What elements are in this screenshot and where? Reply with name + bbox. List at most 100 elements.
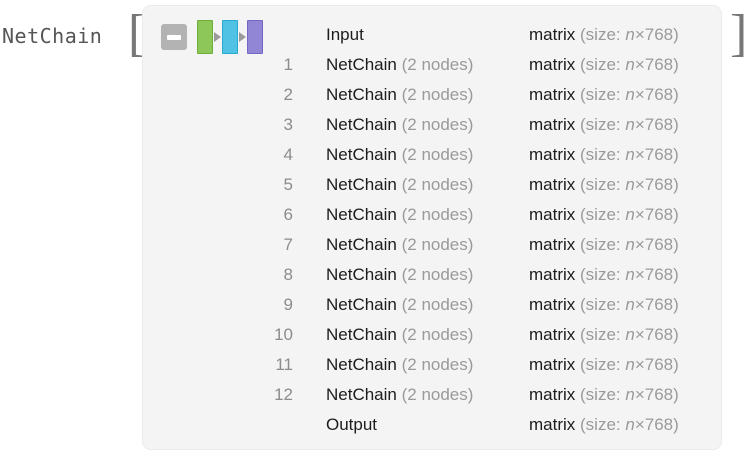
row-type: matrix (size: n×768) bbox=[529, 320, 679, 350]
row-type-size-var: n bbox=[625, 385, 635, 404]
row-node-count: (2 nodes) bbox=[401, 145, 474, 164]
row-index: 4 bbox=[283, 145, 293, 164]
row-name: NetChain (2 nodes) bbox=[326, 260, 473, 290]
layer-row[interactable]: 12 NetChain (2 nodes) matrix (size: n×768) bbox=[143, 380, 721, 410]
row-type: matrix (size: n×768) bbox=[529, 110, 679, 140]
row-index: 11 bbox=[275, 355, 293, 374]
row-type-size-prefix: (size: bbox=[580, 55, 626, 74]
row-type-size-prefix: (size: bbox=[580, 235, 626, 254]
row-type: matrix (size: n×768) bbox=[529, 50, 679, 80]
row-type: matrix (size: n×768) bbox=[529, 80, 679, 110]
layer-row[interactable]: 3 NetChain (2 nodes) matrix (size: n×768) bbox=[143, 110, 721, 140]
row-type: matrix (size: n×768) bbox=[529, 260, 679, 290]
row-type-size-var: n bbox=[625, 415, 635, 434]
purple-layer-icon bbox=[247, 20, 263, 54]
collapse-minus-icon[interactable] bbox=[161, 24, 187, 50]
row-type-head: matrix bbox=[529, 205, 576, 224]
row-type: matrix (size: n×768) bbox=[529, 380, 679, 410]
row-index: 1 bbox=[283, 55, 293, 74]
row-name: NetChain (2 nodes) bbox=[326, 110, 473, 140]
row-type-size-separator: × bbox=[634, 355, 645, 374]
row-type-size-prefix: (size: bbox=[580, 415, 626, 434]
row-name: NetChain (2 nodes) bbox=[326, 320, 473, 350]
bracket-close: ] bbox=[730, 5, 748, 62]
row-type-size-dim: 768) bbox=[644, 115, 679, 134]
row-type-size-dim: 768) bbox=[644, 175, 679, 194]
row-type-size-prefix: (size: bbox=[580, 205, 626, 224]
row-name-main: NetChain bbox=[326, 385, 397, 404]
row-node-count: (2 nodes) bbox=[401, 385, 474, 404]
bracket-open: [ bbox=[128, 5, 146, 62]
row-node-count: (2 nodes) bbox=[401, 265, 474, 284]
row-name-main: NetChain bbox=[326, 295, 397, 314]
row-node-count: (2 nodes) bbox=[401, 55, 474, 74]
row-type-size-var: n bbox=[625, 85, 635, 104]
row-index: 12 bbox=[274, 385, 293, 404]
row-node-count: (2 nodes) bbox=[401, 205, 474, 224]
row-index: 7 bbox=[283, 235, 293, 254]
green-layer-icon bbox=[197, 20, 213, 54]
row-index: 2 bbox=[283, 85, 293, 104]
row-name: Input bbox=[326, 20, 364, 50]
row-type-size-separator: × bbox=[634, 85, 645, 104]
row-type-size-prefix: (size: bbox=[580, 145, 626, 164]
row-name-main: NetChain bbox=[326, 265, 397, 284]
row-index: 9 bbox=[283, 295, 293, 314]
row-name-main: NetChain bbox=[326, 235, 397, 254]
arrow-right-icon bbox=[239, 32, 246, 42]
row-type-head: matrix bbox=[529, 235, 576, 254]
row-type-size-dim: 768) bbox=[644, 55, 679, 74]
row-index: 3 bbox=[283, 115, 293, 134]
layer-row[interactable]: Input matrix (size: n×768) bbox=[143, 20, 721, 50]
row-type-size-separator: × bbox=[634, 145, 645, 164]
row-type-size-prefix: (size: bbox=[580, 385, 626, 404]
row-name: NetChain (2 nodes) bbox=[326, 140, 473, 170]
row-node-count: (2 nodes) bbox=[401, 235, 474, 254]
layer-row[interactable]: 1 NetChain (2 nodes) matrix (size: n×768) bbox=[143, 50, 721, 80]
row-type-size-var: n bbox=[625, 205, 635, 224]
row-type-size-var: n bbox=[625, 25, 635, 44]
row-type: matrix (size: n×768) bbox=[529, 410, 679, 440]
row-type-size-dim: 768) bbox=[644, 25, 679, 44]
row-type-size-separator: × bbox=[634, 25, 645, 44]
row-type-size-var: n bbox=[625, 145, 635, 164]
row-name-main: NetChain bbox=[326, 325, 397, 344]
row-index: 6 bbox=[283, 205, 293, 224]
row-type: matrix (size: n×768) bbox=[529, 170, 679, 200]
row-type-size-dim: 768) bbox=[644, 415, 679, 434]
row-type-head: matrix bbox=[529, 25, 576, 44]
row-type-size-separator: × bbox=[634, 325, 645, 344]
row-type-size-var: n bbox=[625, 235, 635, 254]
row-type-size-prefix: (size: bbox=[580, 295, 626, 314]
row-type-size-separator: × bbox=[634, 175, 645, 194]
row-type-size-dim: 768) bbox=[644, 295, 679, 314]
row-name: NetChain (2 nodes) bbox=[326, 50, 473, 80]
row-name: NetChain (2 nodes) bbox=[326, 170, 473, 200]
row-type-size-prefix: (size: bbox=[580, 355, 626, 374]
row-type-size-var: n bbox=[625, 175, 635, 194]
row-type-size-prefix: (size: bbox=[580, 25, 626, 44]
row-type-size-var: n bbox=[625, 295, 635, 314]
row-node-count: (2 nodes) bbox=[401, 85, 474, 104]
netchain-icon-cluster bbox=[161, 20, 263, 54]
layer-row[interactable]: 2 NetChain (2 nodes) matrix (size: n×768) bbox=[143, 80, 721, 110]
row-type-head: matrix bbox=[529, 85, 576, 104]
row-type-size-var: n bbox=[625, 265, 635, 284]
row-type-size-separator: × bbox=[634, 55, 645, 74]
row-name-main: NetChain bbox=[326, 145, 397, 164]
row-node-count: (2 nodes) bbox=[401, 175, 474, 194]
minus-bar bbox=[167, 34, 181, 40]
row-type-size-separator: × bbox=[634, 235, 645, 254]
row-type-head: matrix bbox=[529, 415, 576, 434]
row-name-main: NetChain bbox=[326, 85, 397, 104]
